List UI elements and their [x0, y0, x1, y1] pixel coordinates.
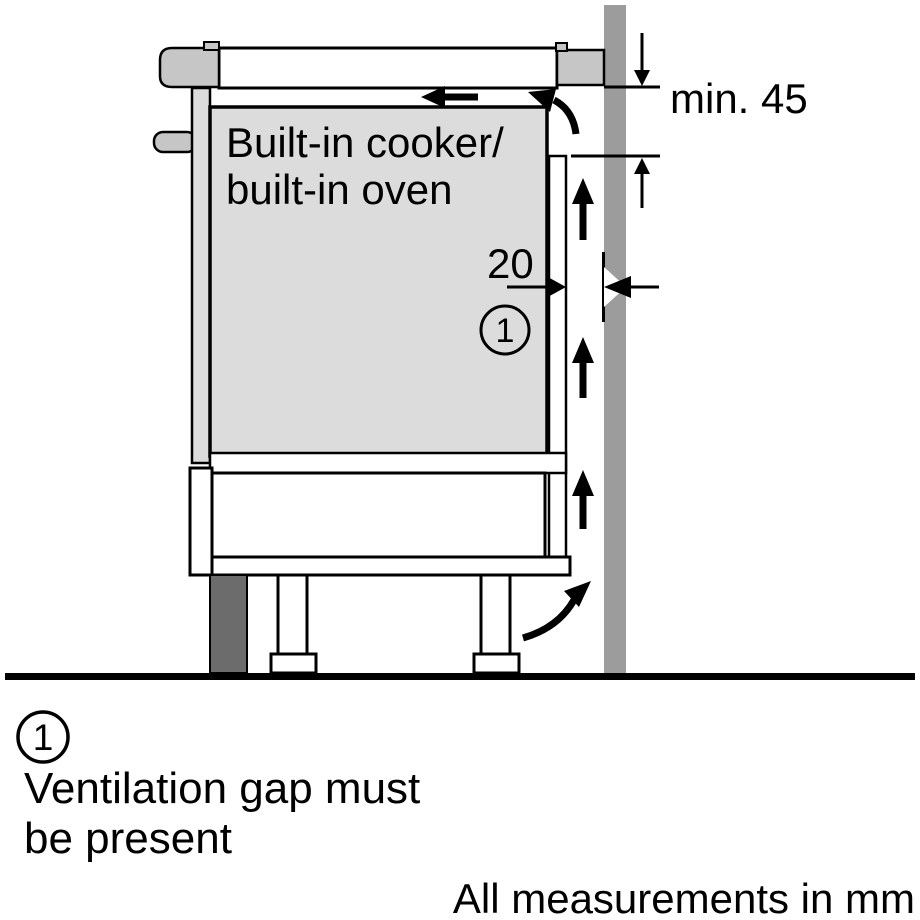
cabinet-leg-front-column [276, 573, 309, 661]
cabinet-back-panel [547, 154, 568, 559]
legend-callout-circle [16, 710, 70, 764]
legend-callout-number: 1 [33, 717, 54, 758]
oven-body [208, 105, 549, 458]
cabinet-leg-front-foot [269, 652, 318, 675]
airflow-left-arrow [421, 86, 478, 108]
callout-1-circle [479, 304, 531, 356]
airflow-up-arrow-2 [572, 337, 594, 398]
legend-note-line1: Ventilation gap must [24, 764, 420, 813]
airflow-up-arrow-1 [572, 178, 594, 240]
legend-note-line2: be present [24, 814, 232, 863]
oven-door-handle [152, 130, 198, 154]
worktop-wall-trim-tab [555, 42, 568, 52]
units-note: All measurements in mm [453, 875, 915, 920]
oven-label-line1: Built-in cooker/ [226, 119, 504, 166]
gap-dim-arrow-left-head [604, 276, 631, 298]
hob-front-trim-tab [203, 41, 220, 51]
airflow-curve-top [552, 96, 580, 135]
cabinet-bottom-panel [188, 555, 572, 577]
cabinet-side-panel-lower [188, 466, 214, 577]
oven-label-line2: built-in oven [226, 166, 452, 213]
hob-front-trim [158, 46, 221, 89]
callout-1-number: 1 [496, 312, 515, 350]
drawer-panel [208, 471, 547, 559]
airflow-curve-bottom [521, 598, 578, 642]
wall [604, 5, 626, 673]
cabinet-leg-rear-column [479, 573, 512, 661]
floor-line [5, 673, 915, 680]
airflow-curve-top-head [528, 89, 556, 112]
oven-vent-band [208, 451, 568, 475]
worktop-wall-trim [555, 48, 606, 87]
worktop [217, 46, 559, 90]
airflow-up-arrow-3 [572, 470, 594, 529]
airflow-curve-bottom-head [564, 581, 591, 607]
cabinet-leg-rear-foot [472, 652, 521, 675]
oven-door [190, 86, 212, 465]
dim-arrow-down-head [634, 70, 650, 86]
gap-dim-arrow-right-head [546, 276, 566, 298]
min-distance-label: min. 45 [670, 75, 808, 122]
plinth-panel [209, 574, 248, 674]
dim-arrow-up-head [634, 158, 650, 174]
gap-width-label: 20 [487, 240, 534, 287]
